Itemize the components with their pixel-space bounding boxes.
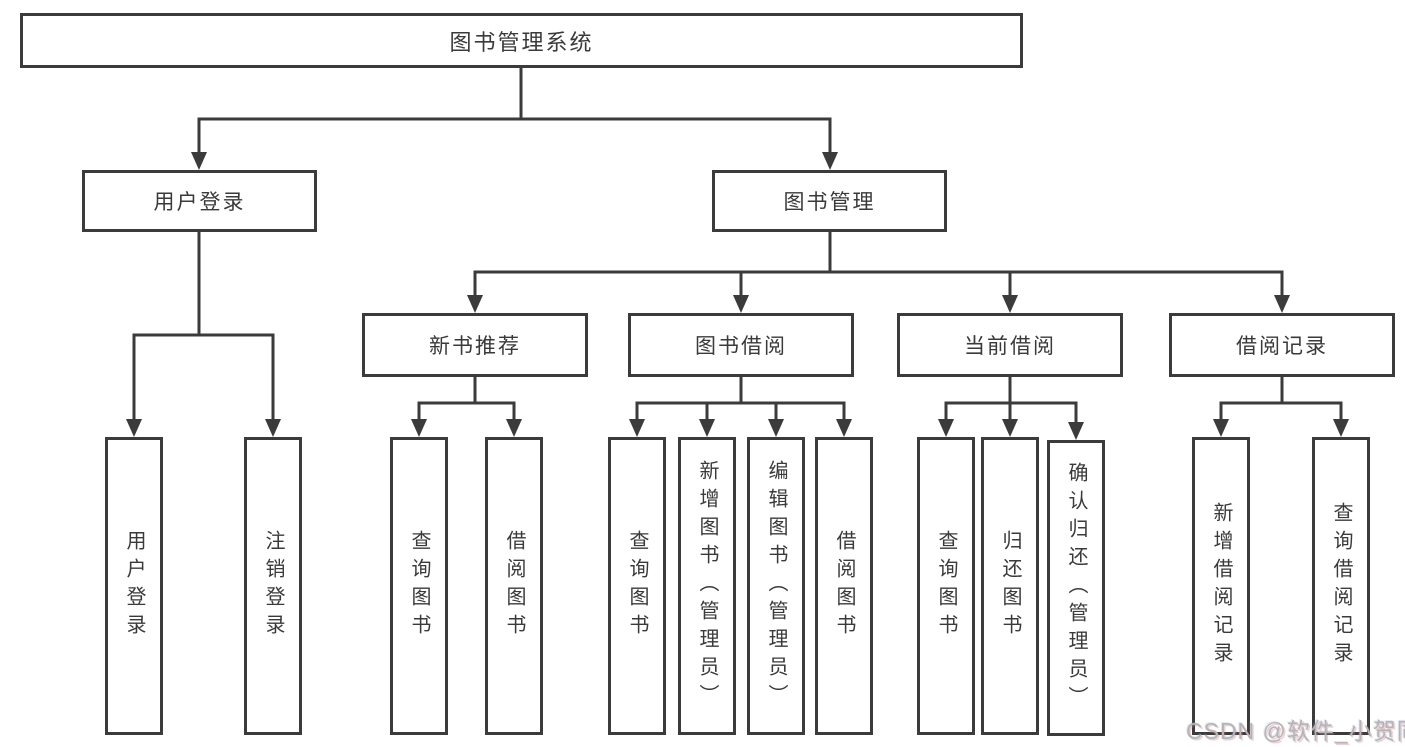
node-query-books-recommend: 查询图书	[390, 437, 448, 735]
node-book-borrowing: 图书借阅	[628, 313, 854, 377]
node-query-borrow-record: 查询借阅记录	[1312, 437, 1370, 735]
node-logout: 注销登录	[244, 437, 302, 735]
node-add-book-admin: 新增图书（管理员）	[678, 437, 736, 735]
csdn-watermark: CSDN @软件_小贺同学	[1186, 718, 1405, 744]
node-user-login-leaf: 用户登录	[105, 437, 163, 735]
node-current-borrowing: 当前借阅	[897, 313, 1123, 377]
node-query-books-current: 查询图书	[917, 437, 975, 735]
node-library-management-system: 图书管理系统	[20, 13, 1023, 68]
node-add-borrow-record: 新增借阅记录	[1192, 437, 1250, 735]
node-query-books-borrow: 查询图书	[608, 437, 666, 735]
node-edit-book-admin: 编辑图书（管理员）	[747, 437, 805, 735]
node-borrowing-records: 借阅记录	[1169, 313, 1395, 377]
node-book-management: 图书管理	[712, 170, 947, 232]
node-borrow-books-recommend: 借阅图书	[485, 437, 543, 735]
node-new-book-recommend: 新书推荐	[362, 313, 588, 377]
node-return-book: 归还图书	[981, 437, 1039, 735]
node-confirm-return-admin: 确认归还（管理员）	[1047, 440, 1105, 736]
node-borrow-books: 借阅图书	[815, 437, 873, 735]
node-user-login: 用户登录	[82, 170, 317, 232]
